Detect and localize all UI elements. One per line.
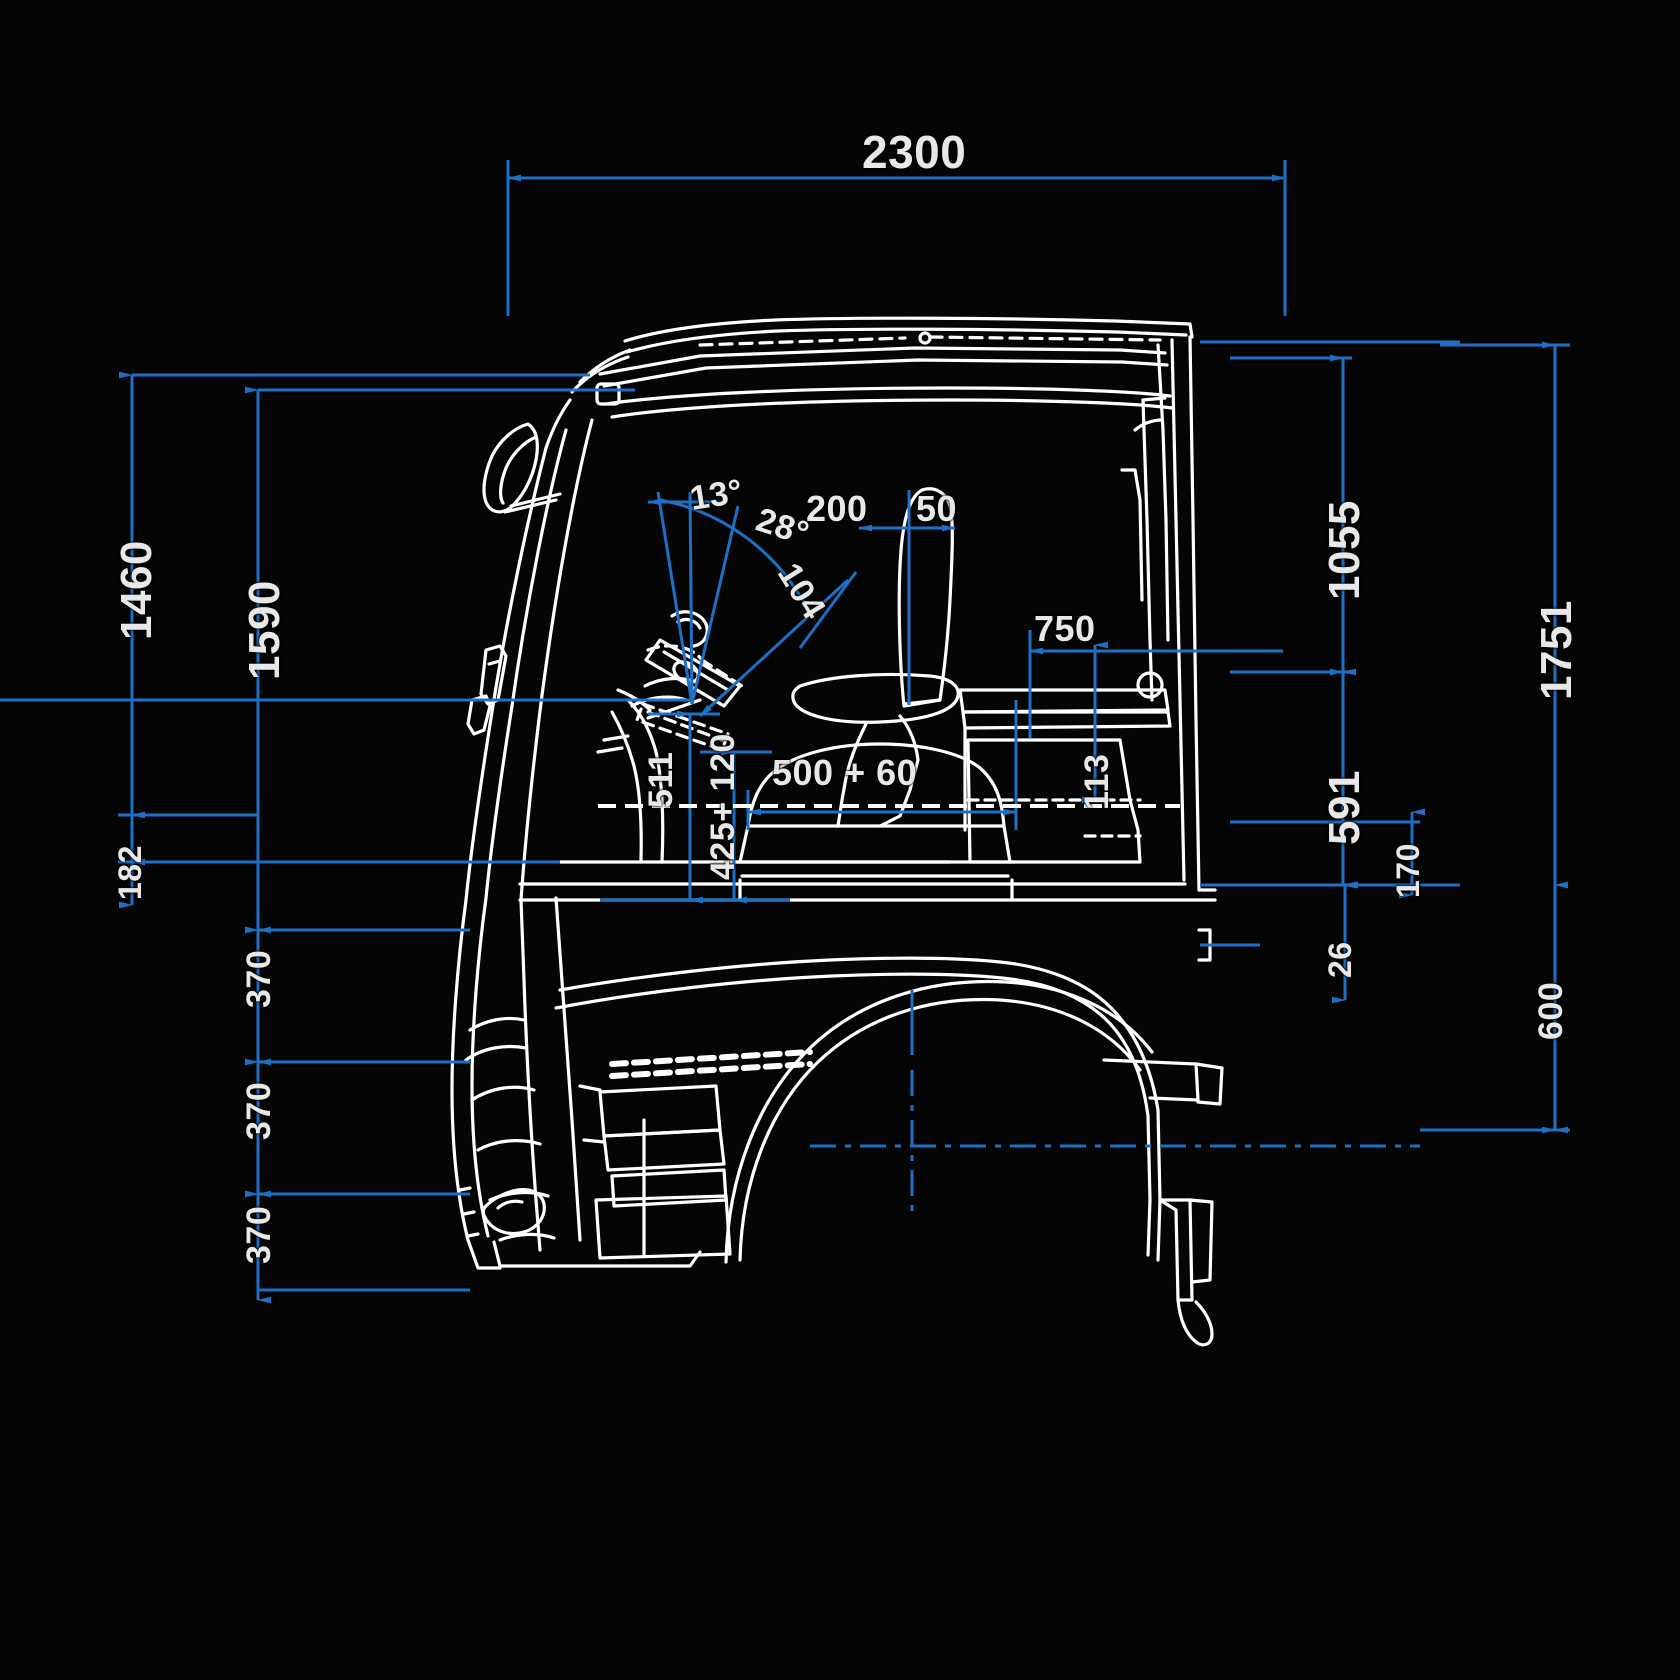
- label-1751: 1751: [1532, 600, 1581, 700]
- label-511: 511: [642, 751, 680, 808]
- label-113: 113: [1078, 753, 1116, 810]
- angle-ray-a: [656, 491, 694, 705]
- label-1055: 1055: [1320, 500, 1369, 600]
- dimension-lines-group: [0, 160, 1570, 1304]
- angle-arc-28: [659, 498, 812, 615]
- label-370-b: 370: [240, 1081, 278, 1140]
- angle-ray-b: [688, 491, 694, 705]
- label-370-c: 370: [240, 1205, 278, 1264]
- label-2300: 2300: [862, 126, 967, 178]
- label-26: 26: [1322, 941, 1358, 978]
- label-182: 182: [112, 845, 148, 900]
- angle-ray-c: [690, 505, 740, 705]
- label-200: 200: [806, 488, 868, 529]
- dim-104-line: [698, 578, 850, 718]
- label-600: 600: [1532, 981, 1570, 1040]
- label-370-a: 370: [240, 949, 278, 1008]
- label-1590: 1590: [240, 580, 289, 680]
- label-50: 50: [916, 488, 958, 529]
- cab-outline-group: [450, 316, 1224, 1347]
- label-425-120: 425+ 120: [704, 733, 742, 880]
- label-750: 750: [1034, 608, 1096, 649]
- label-170: 170: [1390, 843, 1426, 898]
- label-591: 591: [1320, 770, 1369, 845]
- ext-104: [798, 571, 858, 649]
- label-1460: 1460: [112, 540, 161, 640]
- label-500-60: 500 + 60: [772, 752, 918, 793]
- label-angle-13: 13°: [687, 472, 746, 518]
